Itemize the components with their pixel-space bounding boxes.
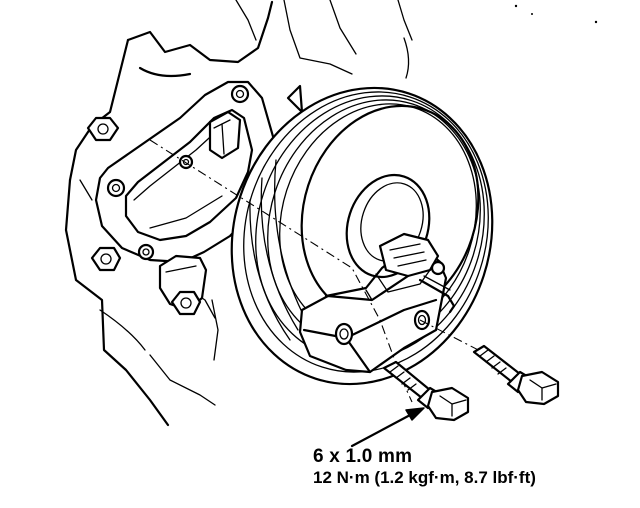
timing-mark — [286, 84, 304, 114]
flange-bolt-1 — [382, 360, 470, 422]
timing-belt-adjuster — [298, 232, 448, 374]
timing-cover-flange — [94, 80, 276, 264]
block-bolt-bottom — [170, 290, 202, 316]
block-bolt-lower-left — [90, 246, 122, 272]
bolt-size-label: 6 x 1.0 mm — [313, 446, 413, 467]
speck — [594, 20, 598, 24]
callout-leader-arrow — [350, 407, 425, 448]
flange-bolt-2 — [472, 344, 560, 406]
speck — [531, 13, 533, 15]
block-bolt-upper-left — [86, 116, 120, 142]
speck — [514, 4, 518, 8]
torque-spec-label: 12 N·m (1.2 kgf·m, 8.7 lbf·ft) — [313, 468, 536, 487]
centerline-bolt-1 — [149, 139, 413, 403]
adjuster-pin — [418, 275, 456, 314]
